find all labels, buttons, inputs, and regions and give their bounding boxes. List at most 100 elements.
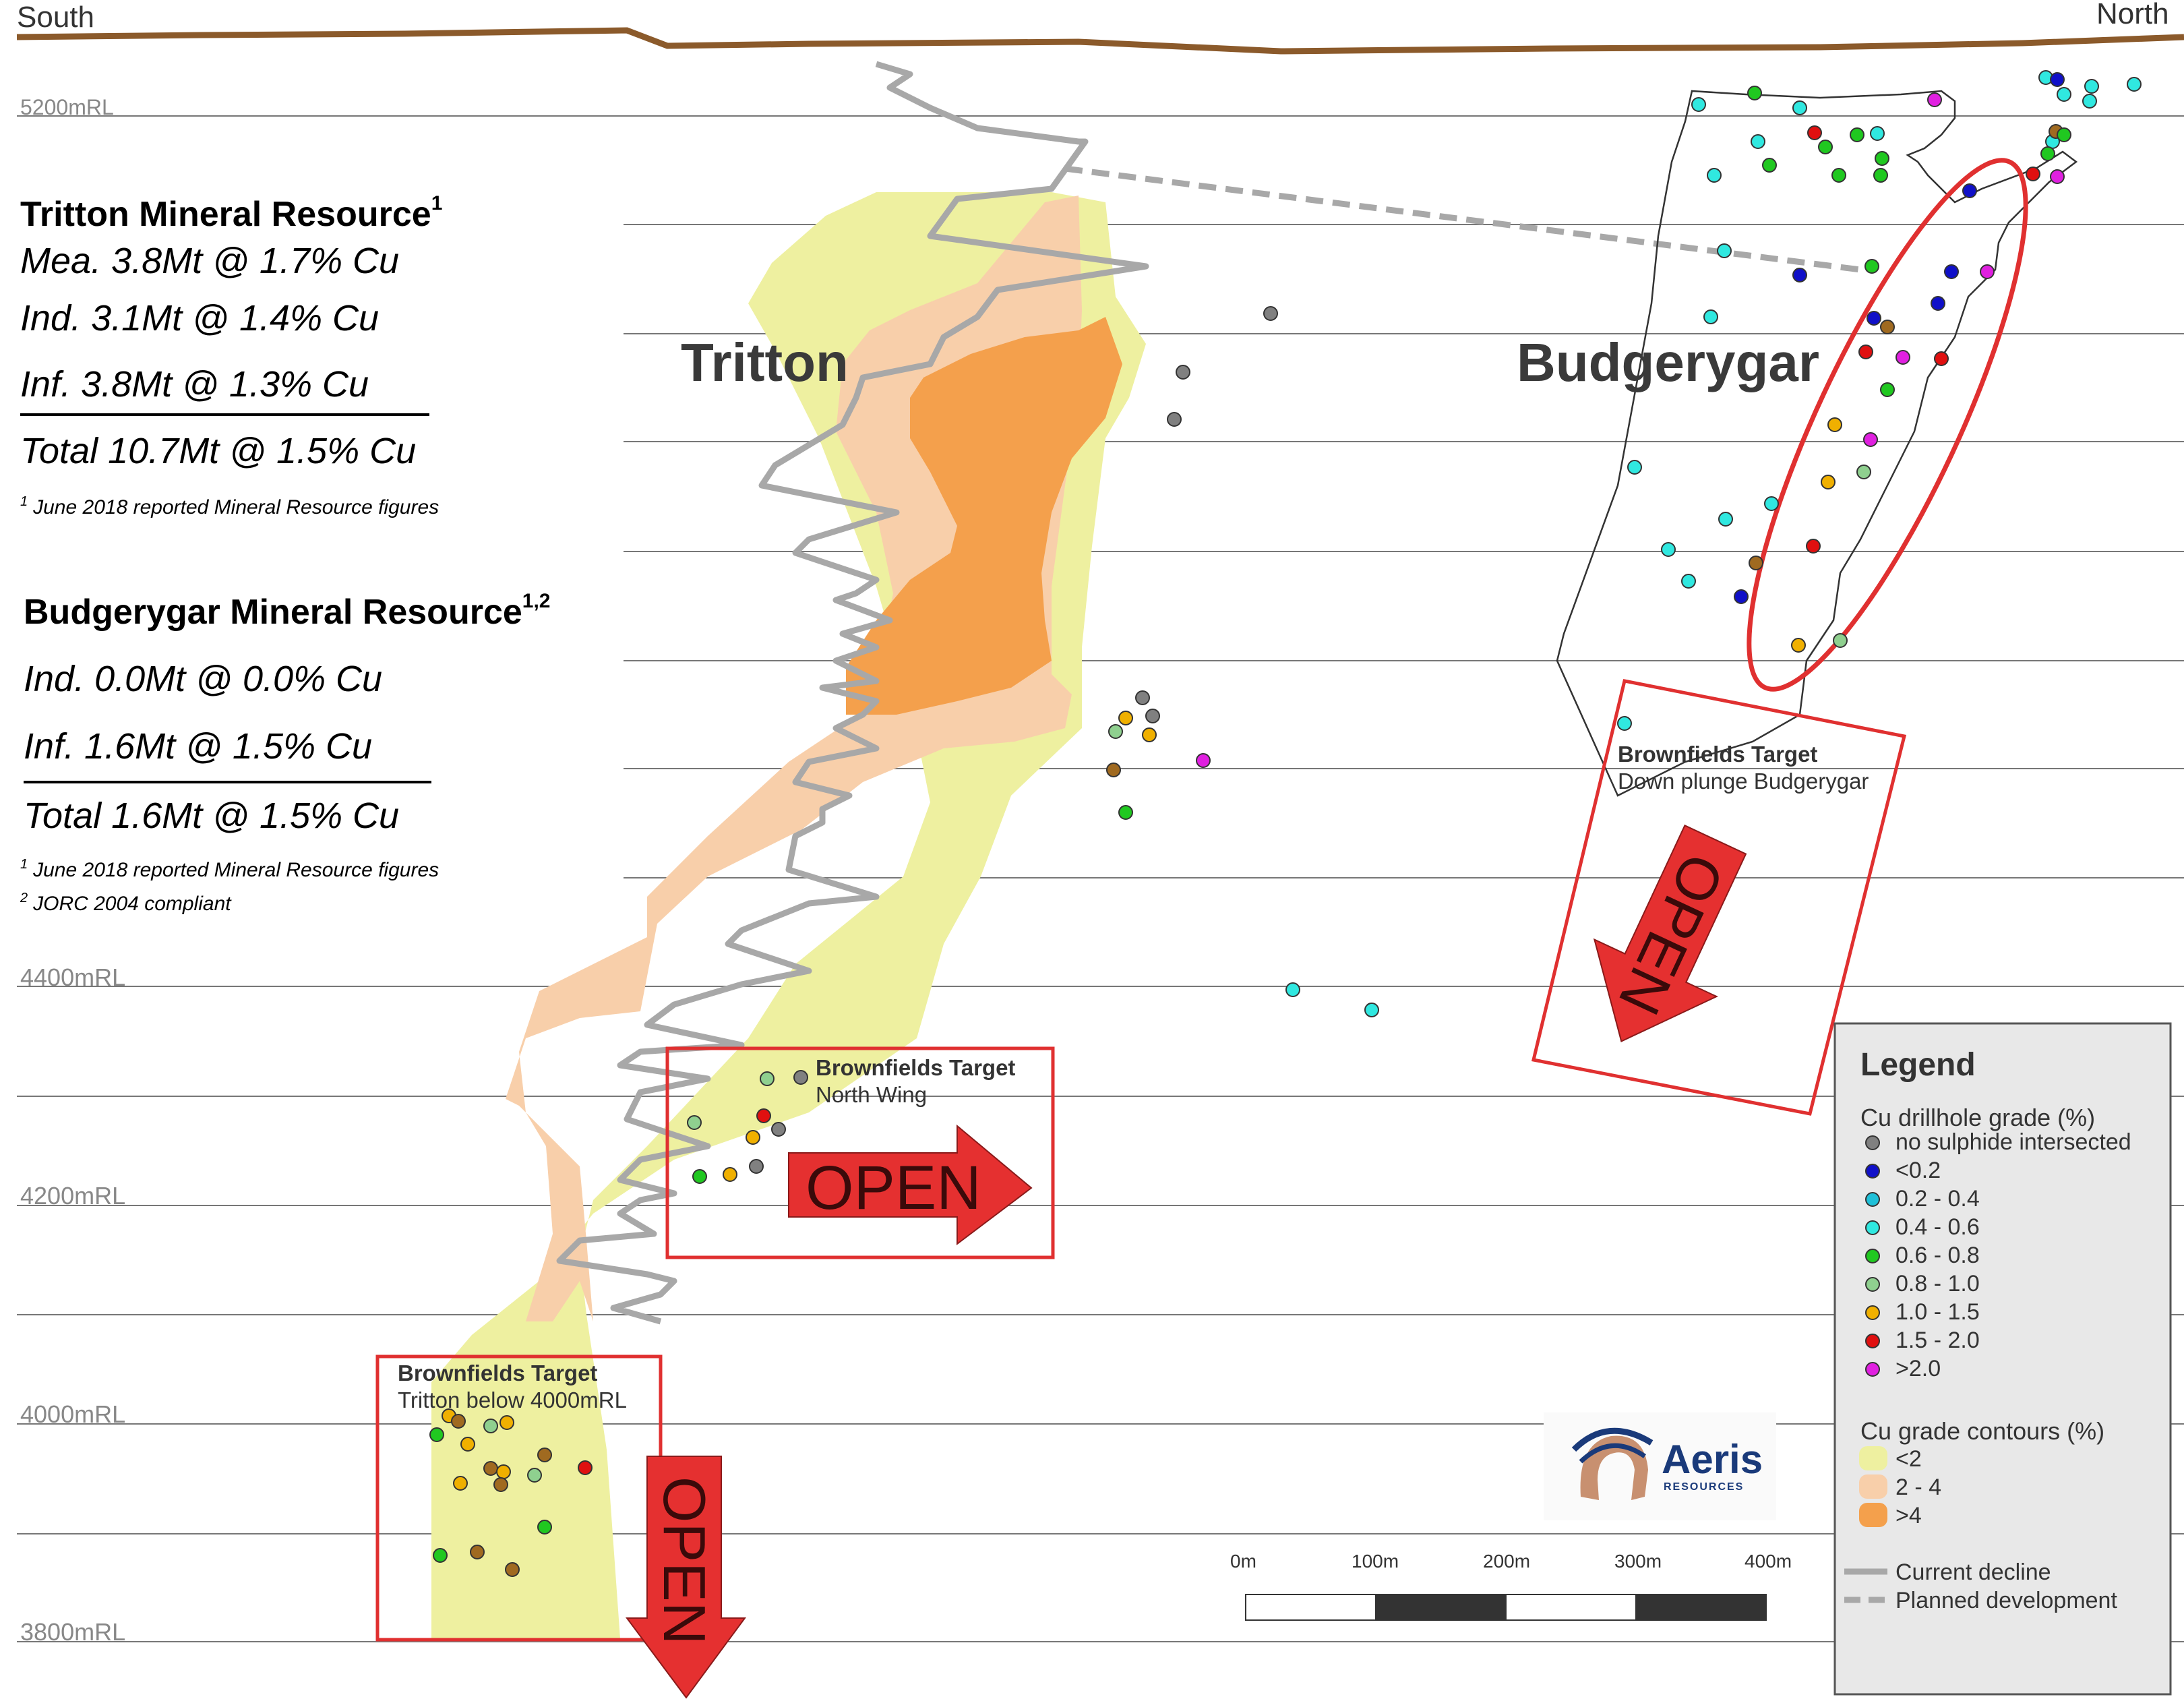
- target-below-4000-title: Brownfields Target: [398, 1361, 597, 1385]
- legend-drill-swatch: [1865, 1249, 1880, 1263]
- drillhole-marker: [1118, 805, 1133, 820]
- legend-contour-title: Cu grade contours (%): [1860, 1417, 2104, 1445]
- drillhole-marker: [2057, 87, 2071, 102]
- legend-drill-swatch: [1865, 1135, 1880, 1150]
- drillhole-marker: [1818, 140, 1833, 154]
- drillhole-marker: [723, 1167, 737, 1182]
- drillhole-marker: [527, 1468, 542, 1483]
- drillhole-marker: [1962, 183, 1977, 198]
- drillhole-marker: [1176, 365, 1190, 380]
- drillhole-marker: [496, 1464, 511, 1479]
- legend-box: [1833, 1022, 2172, 1696]
- drillhole-marker: [1106, 763, 1121, 777]
- target-box-down-plunge: [1531, 679, 1907, 1116]
- legend-drill-title: Cu drillhole grade (%): [1860, 1104, 2095, 1131]
- drillhole-points: [429, 70, 2142, 1577]
- budgerygar-total: Total 1.6Mt @ 1.5% Cu: [24, 796, 399, 836]
- open-arrow-down-right: [1593, 824, 1747, 1042]
- legend-drill-swatch: [1865, 1192, 1880, 1207]
- legend-line-label: Current decline: [1895, 1559, 2051, 1585]
- drillhole-marker: [1875, 151, 1889, 166]
- drillhole-marker: [1927, 92, 1942, 107]
- drillhole-marker: [1880, 382, 1895, 397]
- rl-label-4000: 4000mRL: [20, 1400, 125, 1428]
- drillhole-marker: [1895, 350, 1910, 365]
- open-label-north-wing: OPEN: [806, 1154, 981, 1222]
- drillhole-marker: [429, 1427, 444, 1442]
- tritton-indicated: Ind. 3.1Mt @ 1.4% Cu: [20, 298, 379, 338]
- drillhole-marker: [453, 1476, 468, 1491]
- scale-tick-200: 200m: [1483, 1551, 1530, 1572]
- drillhole-marker: [1858, 345, 1873, 359]
- drillhole-marker: [746, 1130, 760, 1145]
- drillhole-marker: [1934, 351, 1949, 366]
- logo-wave-icon-2: [1579, 1443, 1647, 1464]
- legend-line-label: Planned development: [1895, 1588, 2117, 1613]
- drillhole-marker: [1145, 709, 1160, 723]
- tritton-contour-high: [846, 317, 1122, 715]
- budgerygar-label: Budgerygar: [1517, 332, 1819, 392]
- drillhole-marker: [537, 1520, 552, 1534]
- drillhole-marker: [1263, 306, 1278, 321]
- legend-contour-label: 2 - 4: [1895, 1474, 1941, 1500]
- target-north-wing-title: Brownfields Target: [816, 1055, 1015, 1080]
- drillhole-marker: [749, 1159, 764, 1174]
- open-arrow-down: [626, 1456, 746, 1699]
- drillhole-marker: [760, 1071, 775, 1086]
- drillhole-marker: [1791, 638, 1806, 653]
- drillhole-marker: [1880, 320, 1895, 334]
- drillhole-marker: [1661, 542, 1676, 557]
- drillhole-marker: [1807, 125, 1822, 140]
- logo-name: Aeris: [1662, 1437, 1763, 1482]
- drillhole-marker: [2026, 167, 2040, 181]
- tritton-total: Total 10.7Mt @ 1.5% Cu: [20, 431, 416, 471]
- budgerygar-resource-title: Budgerygar Mineral Resource1,2: [24, 590, 551, 632]
- legend-drill-items: no sulphide intersected<0.20.2 - 0.40.4 …: [1865, 1129, 2131, 1381]
- drillhole-marker: [1850, 127, 1864, 142]
- target-below-4000: Brownfields Target Tritton below 4000mRL…: [375, 1354, 746, 1699]
- drillhole-marker: [493, 1477, 508, 1492]
- scale-tick-0: 0m: [1230, 1551, 1256, 1572]
- tritton-inferred: Inf. 3.8Mt @ 1.3% Cu: [20, 364, 369, 405]
- drillhole-marker: [1792, 100, 1807, 115]
- drillhole-marker: [1108, 724, 1123, 739]
- scale-tick-400: 400m: [1745, 1551, 1792, 1572]
- drillhole-marker: [578, 1460, 593, 1475]
- drillhole-marker: [1873, 168, 1888, 183]
- legend-drill-label: 1.5 - 2.0: [1895, 1328, 1980, 1353]
- drillhole-marker: [692, 1169, 707, 1184]
- budgerygar-indicated: Ind. 0.0Mt @ 0.0% Cu: [24, 659, 382, 699]
- legend-drill-swatch: [1865, 1334, 1880, 1348]
- drillhole-marker: [499, 1415, 514, 1430]
- drillhole-marker: [1364, 1003, 1379, 1017]
- drillhole-marker: [1856, 465, 1871, 479]
- drillhole-marker: [1734, 589, 1749, 604]
- drillhole-marker: [1806, 539, 1821, 554]
- legend-contour-items: <22 - 4>4: [1859, 1446, 1941, 1528]
- tritton-label: Tritton: [681, 332, 849, 392]
- legend-drill-swatch: [1865, 1362, 1880, 1377]
- legend-drill-label: 0.4 - 0.6: [1895, 1214, 1980, 1240]
- drillhole-marker: [483, 1419, 498, 1433]
- drillhole-marker: [1135, 690, 1150, 705]
- legend-drill-label: 0.6 - 0.8: [1895, 1243, 1980, 1268]
- drillhole-marker: [1691, 97, 1706, 112]
- drillhole-marker: [687, 1115, 702, 1130]
- tritton-resource-title: Tritton Mineral Resource1: [20, 192, 442, 234]
- drillhole-marker: [1931, 296, 1945, 311]
- drillhole-marker: [1764, 496, 1779, 511]
- drillhole-marker: [1703, 309, 1718, 324]
- surface-line: [16, 27, 2184, 55]
- drillhole-marker: [2040, 146, 2055, 161]
- drillhole-marker: [460, 1437, 475, 1452]
- logo-sub: RESOURCES: [1664, 1481, 1744, 1493]
- legend-drill-label: <0.2: [1895, 1158, 1941, 1183]
- logo-backdrop: [1544, 1412, 1776, 1520]
- drillhole-marker: [1118, 711, 1133, 725]
- open-arrow-right: [788, 1124, 1033, 1246]
- drillhole-marker: [1749, 556, 1763, 570]
- rl-label-5200: 5200mRL: [20, 95, 114, 119]
- south-label: South: [17, 1, 94, 34]
